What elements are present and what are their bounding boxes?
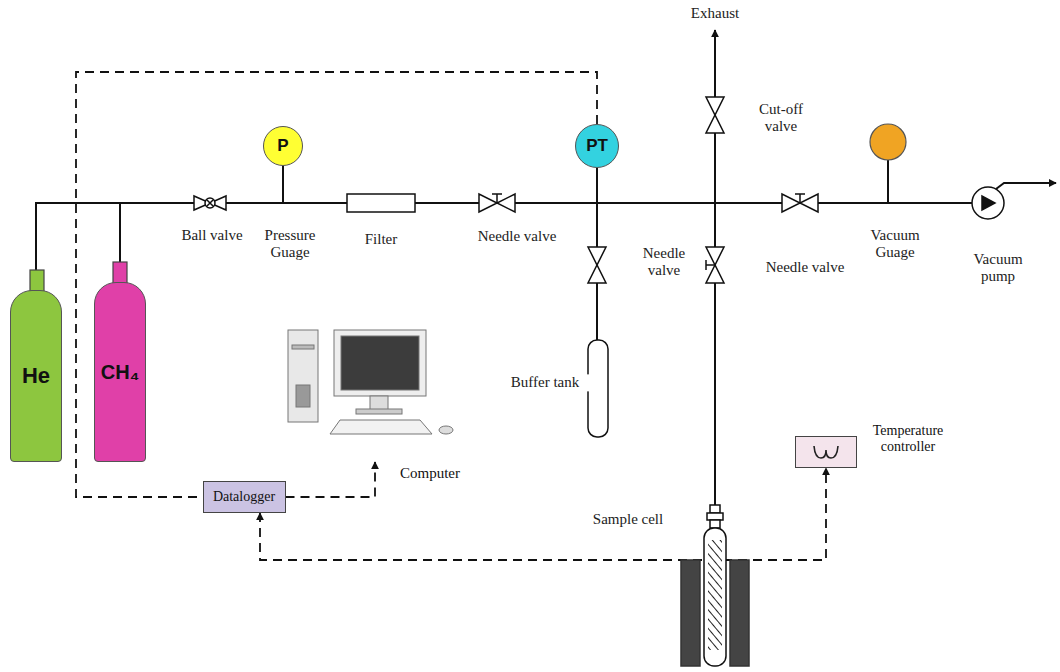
ball-valve (194, 196, 226, 210)
drawing-part (207, 200, 213, 206)
drawing-part (982, 196, 995, 210)
drawing-part (296, 385, 310, 407)
drawing-part (205, 198, 215, 208)
drawing-part (492, 194, 502, 203)
drawing-part (708, 540, 722, 650)
drawing-part (439, 426, 453, 434)
gas-cylinder: He (10, 290, 62, 462)
drawing-part (972, 187, 1004, 219)
computer: Computer (280, 322, 470, 462)
drawing-part (706, 260, 715, 270)
node-text: CH₄ (101, 361, 139, 384)
part-label: Sample cell (578, 511, 678, 528)
drawing-part (588, 247, 606, 283)
gas-line (283, 166, 597, 203)
part-label: Filter (349, 231, 413, 248)
gas-line (36, 166, 283, 290)
signal-line (260, 468, 826, 560)
drawing-part (479, 194, 515, 212)
drawing-part (706, 247, 724, 283)
node-text: Datalogger (213, 489, 275, 505)
sample-cell (681, 505, 749, 666)
part-label: Pressure Guage (253, 227, 327, 262)
drawing-part (330, 420, 432, 434)
drawing-part (706, 97, 724, 133)
node-text: Computer (400, 465, 460, 482)
node-text: P (277, 136, 288, 156)
pressure-transducer: PT (575, 124, 619, 168)
drawing-part (288, 330, 318, 422)
drawing-part (795, 194, 805, 203)
drawing-part (334, 330, 426, 396)
drawing-part (730, 560, 749, 666)
node-text: He (22, 363, 50, 388)
drawing-part (341, 336, 419, 390)
computer-icon (288, 330, 453, 434)
drawing-part (996, 183, 1056, 189)
node-text: PT (586, 136, 608, 156)
part-label: Vacuum pump (964, 251, 1032, 286)
part-label: Needle valve (465, 228, 569, 245)
drawing-part (887, 160, 889, 203)
part-label: Ball valve (170, 227, 254, 244)
drawing-part (292, 345, 314, 349)
vacuum-pump (972, 187, 1004, 219)
filter (347, 194, 415, 212)
drawing-part (194, 196, 226, 210)
gas-cylinder: CH₄ (94, 282, 146, 462)
part-label: Needle valve (631, 245, 697, 280)
drawing-part (707, 513, 723, 520)
part-label: Cut-off valve (748, 101, 814, 136)
node-text: Temperature controller (862, 423, 954, 455)
controller-symbol-stroke (814, 446, 838, 458)
drawing-part (710, 505, 720, 513)
drawing-part (782, 194, 818, 212)
vacuum-gauge (870, 124, 906, 160)
temperature-controller: Temperature controller (795, 436, 857, 468)
drawing-part (30, 270, 44, 292)
cut-off-valve (706, 97, 724, 133)
drawing-part (113, 262, 127, 284)
drawing-part (710, 520, 720, 528)
drawing-part (704, 528, 726, 666)
signal-line (76, 72, 597, 497)
controller-symbol (811, 442, 841, 462)
part-label: Exhaust (678, 5, 752, 22)
drawing-part (681, 560, 700, 666)
part-label: Needle valve (755, 259, 855, 276)
datalogger-box: Datalogger (203, 481, 286, 513)
part-label: Vacuum Guage (861, 227, 929, 262)
part-label: Buffer tank (498, 374, 592, 391)
signal-line (286, 462, 376, 497)
gas-line (120, 166, 283, 282)
drawing-part (370, 396, 388, 410)
pipeline (597, 30, 1056, 505)
needle-valve-horizontal (479, 194, 818, 212)
pressure-gauge: P (263, 126, 303, 166)
drawing-part (356, 409, 402, 414)
